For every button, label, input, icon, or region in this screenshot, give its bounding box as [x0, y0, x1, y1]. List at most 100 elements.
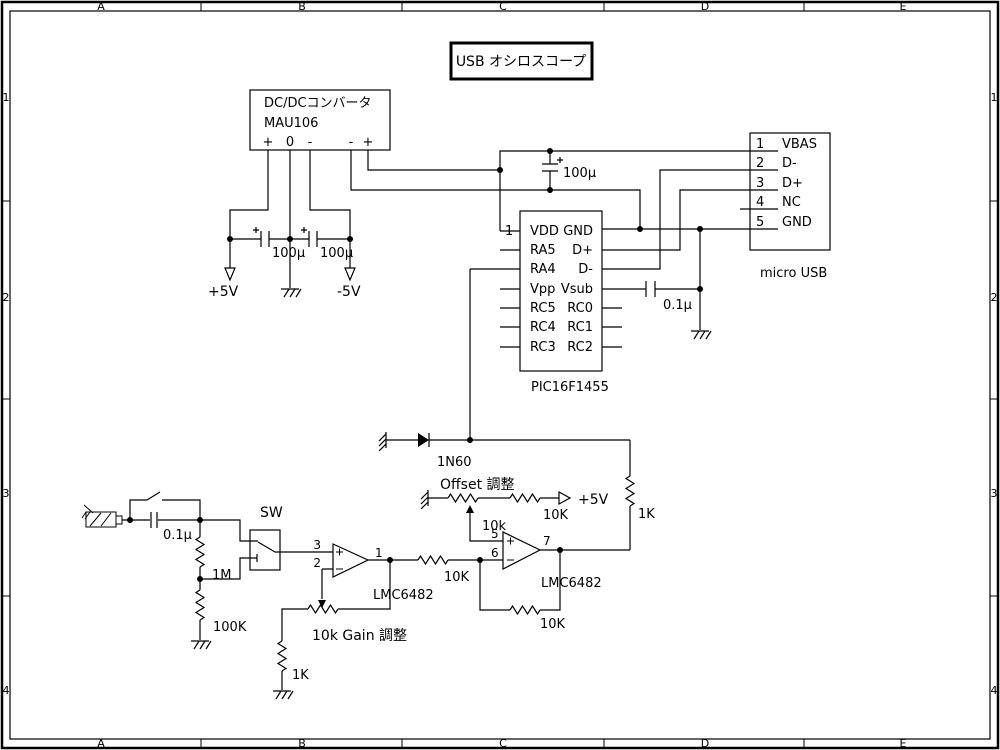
opamp1: 3 2 1 LMC6482 10k Gain 調整 1K: [273, 538, 434, 700]
junction-dot: [197, 517, 203, 523]
usb-pin-num: 3: [756, 176, 764, 191]
input-cap-value: 0.1µ: [163, 528, 192, 543]
mcu-pin-right: D-: [578, 262, 593, 277]
junction-dot: [387, 557, 393, 563]
resistor-1m-icon: [194, 536, 206, 568]
dcdc-converter: DC/DCコンバータ MAU106 + 0 - - +: [249, 89, 391, 151]
frame-col-label: A: [97, 737, 105, 750]
input-cap-icon: [150, 512, 158, 528]
dcdc-pin-label: -: [349, 135, 354, 150]
input-jack-icon: [81, 504, 123, 528]
rail-pos-arrow-icon: [224, 267, 236, 282]
dcdc-box: [249, 89, 391, 151]
mcu-pin-left: RC5: [530, 301, 556, 316]
junction-dot: [477, 557, 483, 563]
junction-dot: [127, 517, 133, 523]
clamp-network: 1N60 1K: [378, 432, 655, 522]
usb-pin-name: D+: [782, 176, 803, 191]
resistor-in-icon: [417, 554, 449, 566]
resistor-gain-icon: [276, 640, 288, 672]
mcu-pin-left: RC3: [530, 340, 556, 355]
mcu-pin-right: Vsub: [561, 282, 593, 297]
mcu-pin-left: Vpp: [530, 282, 555, 297]
frame-col-label: C: [499, 737, 507, 750]
schematic-title: USB オシロスコープ: [456, 54, 586, 70]
usb-pin-name: GND: [782, 215, 812, 230]
switch-label: SW: [260, 505, 283, 521]
frame-row-label: 4: [991, 684, 998, 697]
resistor-1m-value: 1M: [212, 568, 232, 583]
offset-network: Offset 調整 10k 10K +5V: [420, 477, 609, 534]
mcu-pin-right: GND: [563, 224, 593, 239]
resistor-100k-value: 100K: [213, 620, 247, 635]
wires: [122, 150, 778, 690]
frame-col-label: A: [97, 0, 105, 13]
junction-dot: [497, 167, 503, 173]
junction-dot: [197, 576, 203, 582]
opamp2-pin-out: 7: [543, 534, 551, 548]
resistor-in-value: 10K: [444, 570, 470, 585]
usb-box: [749, 132, 831, 251]
frame-col-label: D: [701, 0, 709, 13]
dcdc-part: MAU106: [264, 116, 318, 131]
junction-dot: [547, 187, 553, 193]
capacitor-neg-icon: [301, 227, 318, 247]
capacitor-pos-icon: [253, 227, 270, 247]
junction-dots: [127, 148, 703, 582]
offset-title: Offset 調整: [440, 477, 515, 493]
resistor-fb-value: 10K: [540, 617, 566, 632]
ground-icon: [281, 288, 302, 298]
junction-dot: [637, 226, 643, 232]
offset-pot-value: 10k: [482, 519, 507, 534]
opamp1-part-label: LMC6482: [373, 588, 434, 603]
capacitor-neg-value: 100µ: [320, 246, 353, 261]
capacitor-vsub-value: 0.1µ: [663, 298, 692, 313]
diode-part-label: 1N60: [437, 455, 472, 470]
resistor-gain-value: 1K: [292, 668, 309, 683]
diode-icon: [418, 433, 429, 447]
gain-pot-wiper-arrow: [318, 600, 326, 608]
usb-label: micro USB: [760, 266, 827, 281]
ground-left-icon: [378, 432, 387, 452]
opamp1-pin-neg: 2: [313, 556, 321, 570]
power-symbols: 100µ 100µ 100µ +5V -5V: [208, 157, 712, 340]
dcdc-pin-label: -: [308, 135, 313, 150]
junction-dot: [287, 236, 293, 242]
usb-pin-name: D-: [782, 156, 797, 171]
gain-pot-label: 10k Gain 調整: [312, 628, 407, 644]
frame-row-label: 1: [3, 91, 10, 104]
dcdc-pin-label: 0: [286, 135, 294, 150]
capacitor-pos-value: 100µ: [272, 246, 305, 261]
junction-dot: [697, 286, 703, 292]
mcu-pin-right: RC1: [567, 320, 593, 335]
ground-left-icon: [420, 490, 429, 510]
frame-col-label: B: [298, 737, 306, 750]
opamp1-pin-out: 1: [375, 546, 383, 560]
frame-labels: A B C D E A B C D E 1 2 3 4 1 2 3 4: [3, 0, 998, 750]
frame-row-label: 1: [991, 91, 998, 104]
capacitor-vsub-icon: [645, 281, 656, 297]
frame-col-label: D: [701, 737, 709, 750]
offset-resistor-icon: [509, 492, 541, 504]
mcu-pin-left: VDD: [530, 224, 559, 239]
ground-icon: [273, 690, 294, 700]
title-box: [449, 41, 594, 81]
mcu-block: 1 VDD RA5 RA4 Vpp RC5 RC4 RC3 GND D+ D- …: [505, 210, 692, 395]
input-network: 0.1µ 1M 100K SW: [81, 504, 283, 650]
capacitor-bus-value: 100µ: [563, 166, 596, 181]
usb-pin-num: 4: [756, 195, 764, 210]
wire-segments: [122, 150, 778, 690]
offset-pot-wiper-arrow: [466, 505, 474, 513]
junction-dot: [467, 437, 473, 443]
mcu-pin-left: RA4: [530, 262, 556, 277]
offset-pot-icon: [447, 492, 479, 504]
opamp2: 5 6 7 LMC6482 10K 10K: [417, 527, 602, 632]
opamp1-pin-pos: 3: [313, 538, 321, 552]
mcu-pin-right: D+: [572, 243, 593, 258]
mcu-pin-left: RC4: [530, 320, 556, 335]
ground-icon: [691, 330, 712, 340]
switch-blade: [256, 541, 280, 562]
frame-row-label: 3: [3, 487, 10, 500]
